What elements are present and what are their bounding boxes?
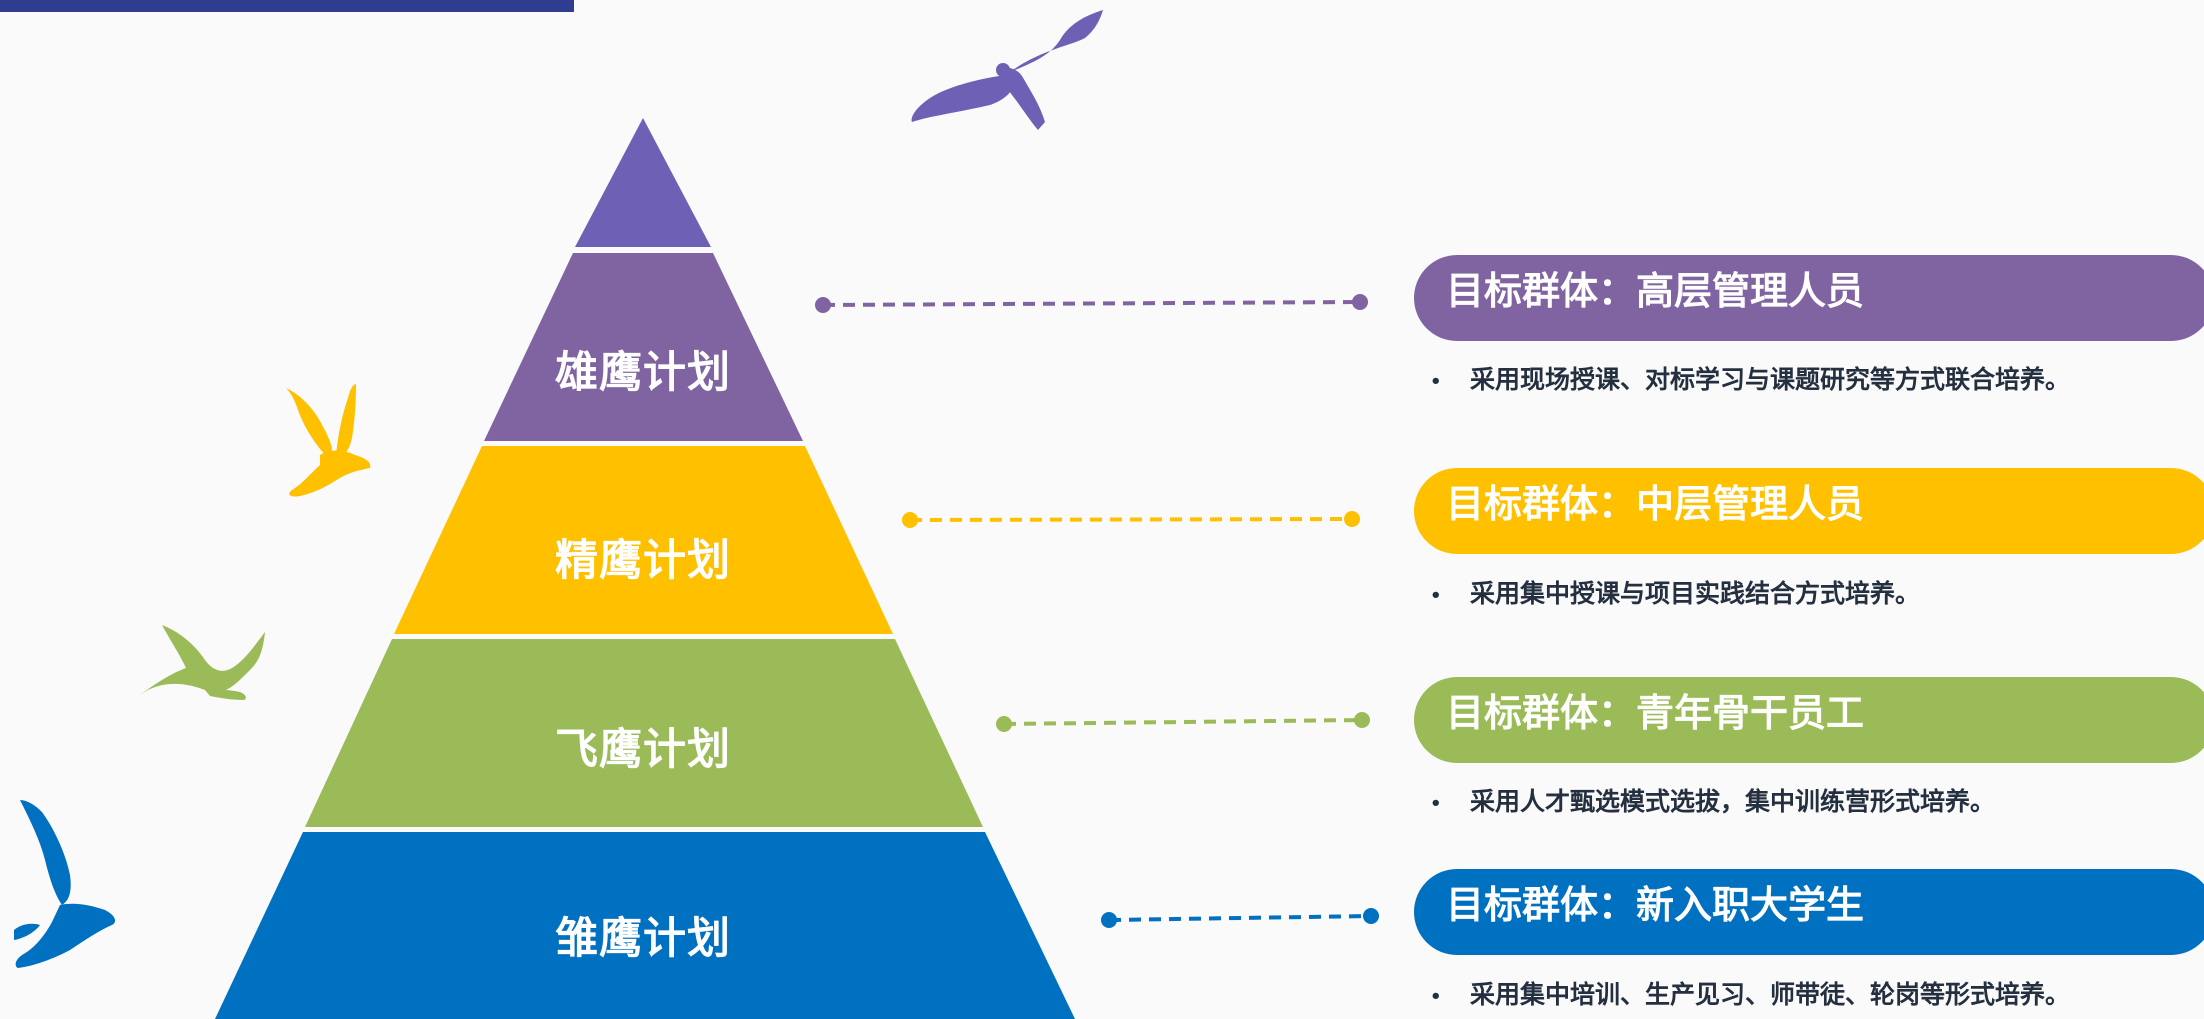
description-4: • 采用集中培训、生产见习、师带徒、轮岗等形式培养。 [1430,975,2070,1011]
description-text-4: 采用集中培训、生产见习、师带徒、轮岗等形式培养。 [1470,980,2071,1009]
bullet-1: • [1430,371,1442,392]
connector-4 [1101,908,1379,928]
target-group-pill-2: 目标群体：中层管理人员 [1414,468,2204,554]
target-group-label-3: 目标群体：青年骨干员工 [1446,693,1865,735]
connector-1 [815,294,1368,313]
description-text-3: 采用人才甄选模式选拔，集中训练营形式培养。 [1470,787,1996,816]
pyramid-layer-3 [305,639,983,827]
tier-label-4: 雏鹰计划 [555,915,731,963]
target-group-pill-3: 目标群体：青年骨干员工 [1414,677,2204,763]
connector-3 [996,712,1370,732]
bird-green-icon [140,625,265,700]
description-2: • 采用集中授课与项目实践结合方式培养。 [1430,574,1920,610]
tier-label-3: 飞鹰计划 [555,726,731,774]
description-text-2: 采用集中授课与项目实践结合方式培养。 [1470,579,1921,608]
top-accent-bar [0,0,574,12]
target-group-label-4: 目标群体：新入职大学生 [1446,885,1865,927]
tier-label-2: 精鹰计划 [555,537,731,585]
bullet-2: • [1430,585,1442,606]
bullet-4: • [1430,986,1442,1007]
bird-yellow-icon [286,384,371,497]
bullet-3: • [1430,793,1442,814]
target-group-pill-4: 目标群体：新入职大学生 [1414,869,2204,955]
description-text-1: 采用现场授课、对标学习与课题研究等方式联合培养。 [1470,365,2071,394]
pyramid-apex [575,118,711,247]
pyramid-layer-1 [484,253,803,441]
pyramid-layer-4 [215,832,1075,1019]
description-1: • 采用现场授课、对标学习与课题研究等方式联合培养。 [1430,360,2070,396]
pyramid-layer-2 [394,446,893,634]
bird-purple-icon [911,10,1103,130]
target-group-label-1: 目标群体：高层管理人员 [1446,271,1865,313]
target-group-label-2: 目标群体：中层管理人员 [1446,484,1865,526]
tier-label-1: 雄鹰计划 [555,349,731,397]
bird-blue-icon [14,800,116,968]
connector-2 [902,511,1360,528]
target-group-pill-1: 目标群体：高层管理人员 [1414,255,2204,341]
description-3: • 采用人才甄选模式选拔，集中训练营形式培养。 [1430,782,1995,818]
